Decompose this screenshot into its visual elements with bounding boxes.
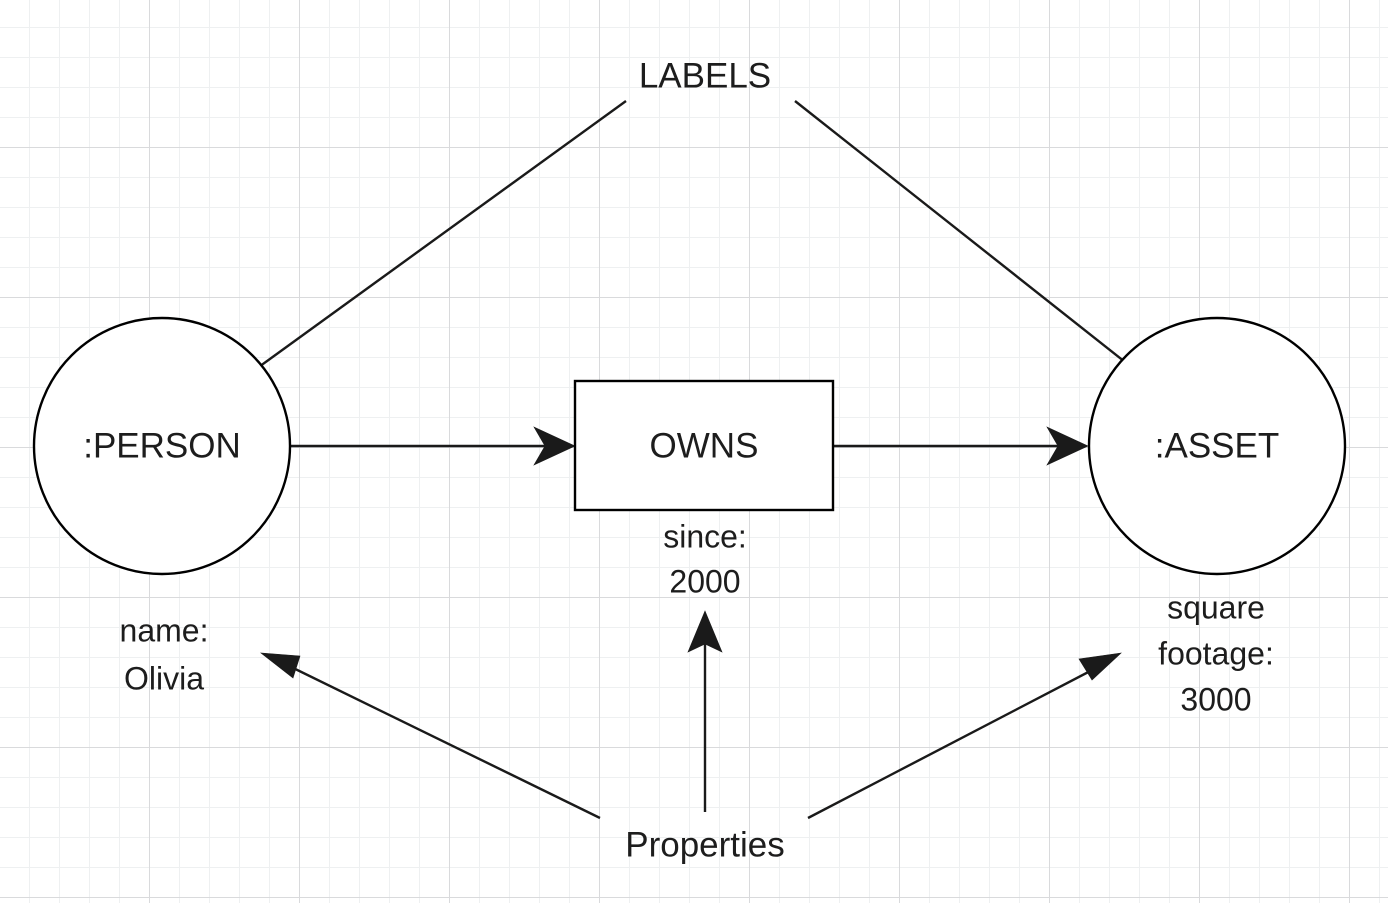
node-person[interactable]: :PERSON (32, 316, 292, 576)
node-owns-label: OWNS (650, 426, 759, 465)
node-person-label: :PERSON (83, 426, 241, 465)
edge-properties-to-owns-props (687, 610, 723, 812)
asset-property-line-2: footage: (1158, 635, 1274, 671)
arrowhead-props-name (260, 652, 301, 679)
edge-person-to-owns (290, 426, 576, 466)
labels-heading: LABELS (639, 56, 771, 95)
node-person-circle[interactable] (32, 316, 292, 576)
arrowhead-person-owns (533, 426, 576, 466)
node-owns-rect[interactable] (573, 379, 835, 512)
asset-properties-text: square footage: 3000 (1158, 589, 1274, 717)
edge-owns-to-asset (833, 426, 1089, 466)
edge-properties-to-asset-props (807, 652, 1122, 820)
asset-property-line-3: 3000 (1180, 681, 1251, 717)
edge-labels-asset-line (794, 100, 1169, 397)
asset-property-line-1: square (1167, 589, 1265, 625)
node-asset-circle[interactable] (1087, 316, 1347, 576)
node-owns[interactable]: OWNS (573, 379, 835, 512)
arrowhead-owns-asset (1046, 426, 1089, 466)
edge-props-name-line (282, 661, 601, 820)
owns-property-line-2: 2000 (669, 563, 740, 599)
node-asset-label: :ASSET (1155, 426, 1279, 465)
edge-properties-to-person-props (260, 652, 601, 820)
person-property-line-1: name: (120, 612, 209, 648)
owns-properties-text: since: 2000 (663, 518, 747, 599)
person-properties-text: name: Olivia (120, 612, 209, 696)
node-asset[interactable]: :ASSET (1087, 316, 1347, 576)
person-property-line-2: Olivia (124, 660, 204, 696)
arrowhead-props-since (687, 610, 723, 653)
arrowhead-props-sqft (1078, 652, 1122, 681)
owns-property-line-1: since: (663, 518, 747, 554)
edge-props-sqft-line (807, 665, 1099, 820)
edge-labels-person-line (215, 100, 627, 399)
properties-heading: Properties (625, 825, 785, 864)
